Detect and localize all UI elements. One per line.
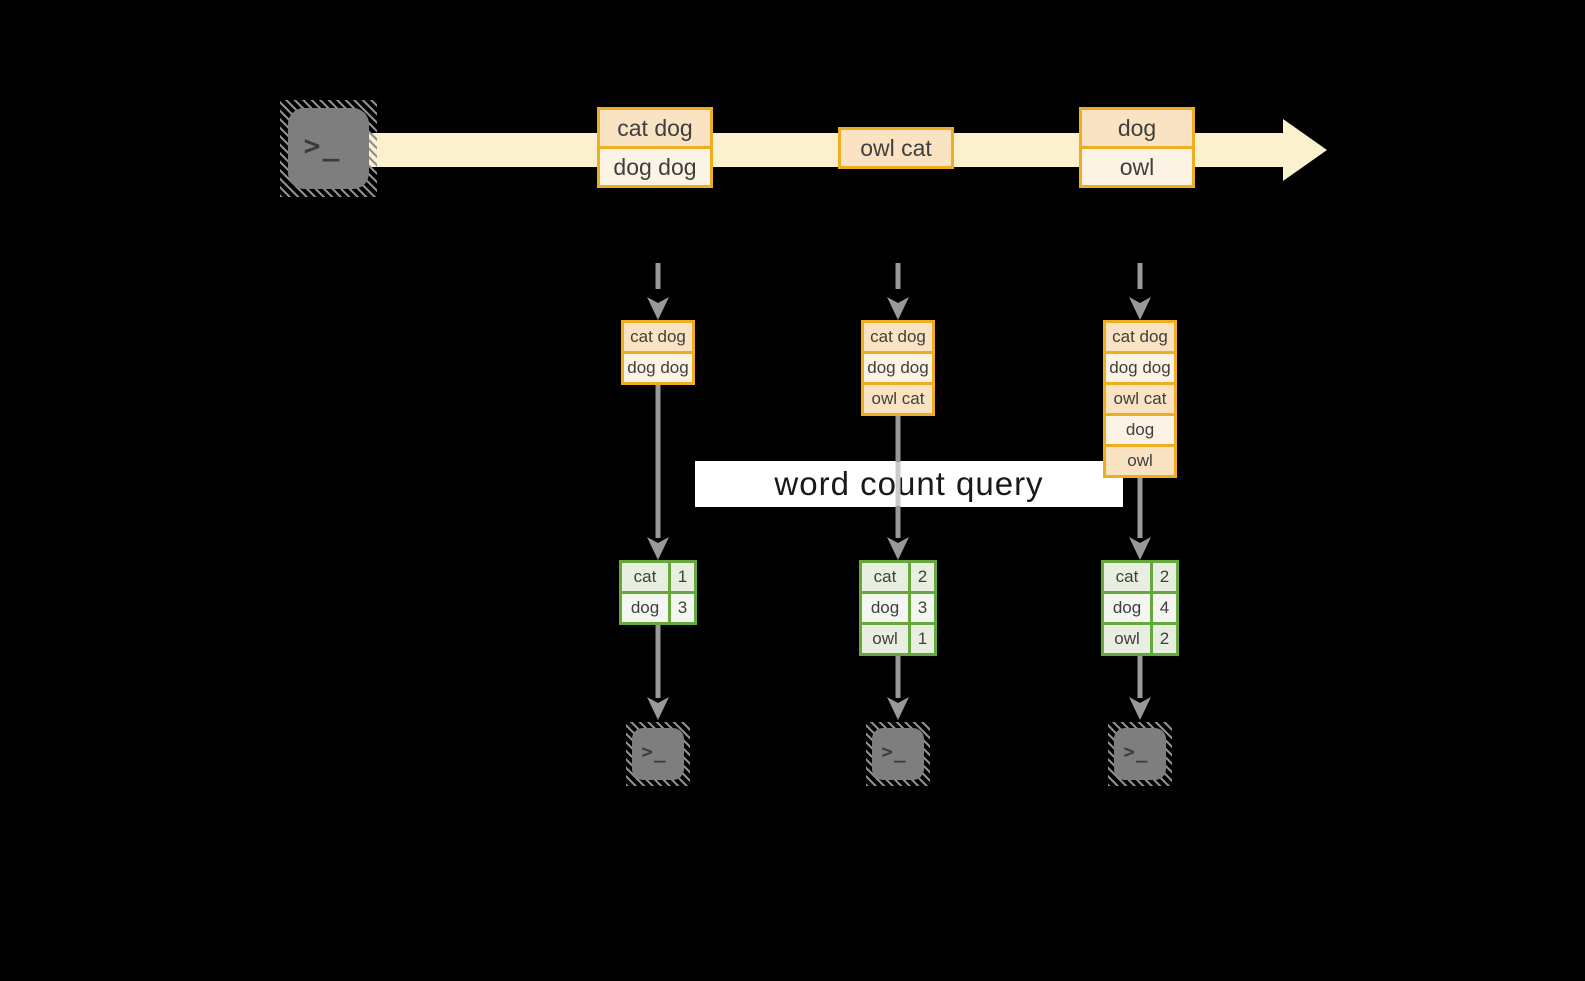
down-arrowhead-icon <box>647 697 669 720</box>
count-row: cat 1 <box>622 563 694 591</box>
count-word: dog <box>622 594 668 622</box>
query-label: word count query <box>774 465 1044 502</box>
terminal-screen: >_ <box>1114 728 1166 780</box>
count-word: cat <box>862 563 908 591</box>
stream-event: cat dog <box>600 110 710 146</box>
count-value: 4 <box>1153 594 1176 622</box>
down-arrowhead-icon <box>1129 297 1151 320</box>
count-value: 2 <box>1153 563 1176 591</box>
sink-terminal-icon-2: >_ <box>866 722 930 786</box>
terminal-screen: >_ <box>872 728 924 780</box>
count-row: dog 3 <box>862 594 934 622</box>
buffer-stack-3: cat dog dog dog owl cat dog owl <box>1103 320 1177 478</box>
down-arrowhead-icon <box>887 297 909 320</box>
buffer-row: owl cat <box>1106 385 1174 413</box>
terminal-screen: >_ <box>632 728 684 780</box>
sink-terminal-icon-1: >_ <box>626 722 690 786</box>
sink-terminal-icon-3: >_ <box>1108 722 1172 786</box>
count-row: cat 2 <box>862 563 934 591</box>
buffer-row: dog dog <box>624 354 692 382</box>
down-arrowhead-icon <box>647 297 669 320</box>
stream-event: dog dog <box>600 149 710 185</box>
count-word: dog <box>862 594 908 622</box>
count-value: 1 <box>671 563 694 591</box>
buffer-row: owl cat <box>864 385 932 413</box>
count-row: dog 3 <box>622 594 694 622</box>
buffer-row: dog <box>1106 416 1174 444</box>
buffer-row: cat dog <box>864 323 932 351</box>
count-word: dog <box>1104 594 1150 622</box>
count-table-2: cat 2 dog 3 owl 1 <box>859 560 937 656</box>
count-row: cat 2 <box>1104 563 1176 591</box>
count-row: dog 4 <box>1104 594 1176 622</box>
query-label-box: word count query <box>695 461 1123 507</box>
down-arrowhead-icon <box>887 697 909 720</box>
down-arrowhead-icon <box>647 537 669 560</box>
stream-batch-1: cat dog dog dog <box>597 107 713 188</box>
buffer-stack-2: cat dog dog dog owl cat <box>861 320 935 416</box>
buffer-row: owl <box>1106 447 1174 475</box>
count-word: owl <box>1104 625 1150 653</box>
buffer-row: cat dog <box>624 323 692 351</box>
stream-batch-3: dog owl <box>1079 107 1195 188</box>
count-row: owl 2 <box>1104 625 1176 653</box>
buffer-stack-1: cat dog dog dog <box>621 320 695 385</box>
count-value: 2 <box>911 563 934 591</box>
terminal-prompt-glyph: >_ <box>641 741 667 763</box>
terminal-screen: >_ <box>288 108 369 189</box>
down-arrowhead-icon <box>1129 537 1151 560</box>
buffer-row: dog dog <box>864 354 932 382</box>
count-table-3: cat 2 dog 4 owl 2 <box>1101 560 1179 656</box>
down-arrowhead-icon <box>887 537 909 560</box>
buffer-row: dog dog <box>1106 354 1174 382</box>
count-value: 3 <box>911 594 934 622</box>
down-arrowhead-icon <box>1129 697 1151 720</box>
count-table-1: cat 1 dog 3 <box>619 560 697 625</box>
stream-arrowhead-icon <box>1283 119 1327 181</box>
count-word: owl <box>862 625 908 653</box>
count-row: owl 1 <box>862 625 934 653</box>
terminal-prompt-glyph: >_ <box>881 741 907 763</box>
buffer-row: cat dog <box>1106 323 1174 351</box>
count-value: 3 <box>671 594 694 622</box>
source-terminal-icon: >_ <box>280 100 377 197</box>
count-word: cat <box>1104 563 1150 591</box>
stream-event: owl cat <box>841 130 951 166</box>
terminal-prompt-glyph: >_ <box>303 129 342 162</box>
stream-event: dog <box>1082 110 1192 146</box>
count-word: cat <box>622 563 668 591</box>
count-value: 1 <box>911 625 934 653</box>
count-value: 2 <box>1153 625 1176 653</box>
terminal-prompt-glyph: >_ <box>1123 741 1149 763</box>
stream-event: owl <box>1082 149 1192 185</box>
stream-batch-2: owl cat <box>838 127 954 169</box>
